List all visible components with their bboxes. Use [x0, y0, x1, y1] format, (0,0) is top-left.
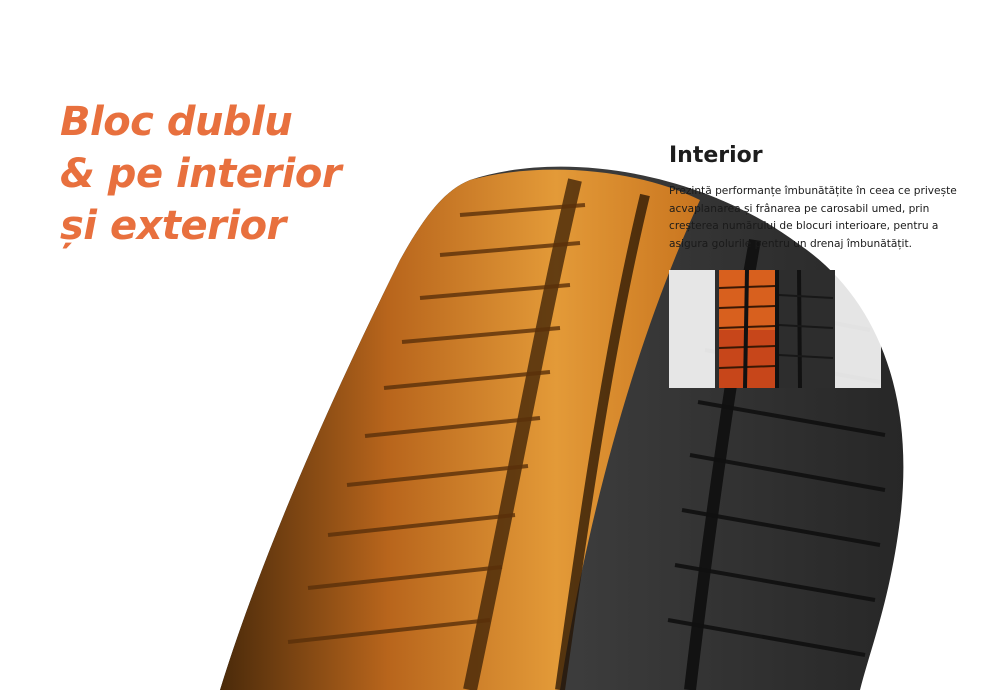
feature-headline: Bloc dublu & pe interior și exterior [60, 96, 342, 252]
headline-line-3: și exterior [60, 203, 286, 249]
info-panel-title: Interior [669, 143, 763, 168]
headline-line-1: Bloc dublu [60, 99, 293, 145]
headline-line-2: & pe interior [60, 151, 342, 197]
tire-tread-detail-icon [669, 270, 881, 388]
info-panel-description: Prezintă performanțe îmbunătățite în cee… [669, 185, 957, 250]
